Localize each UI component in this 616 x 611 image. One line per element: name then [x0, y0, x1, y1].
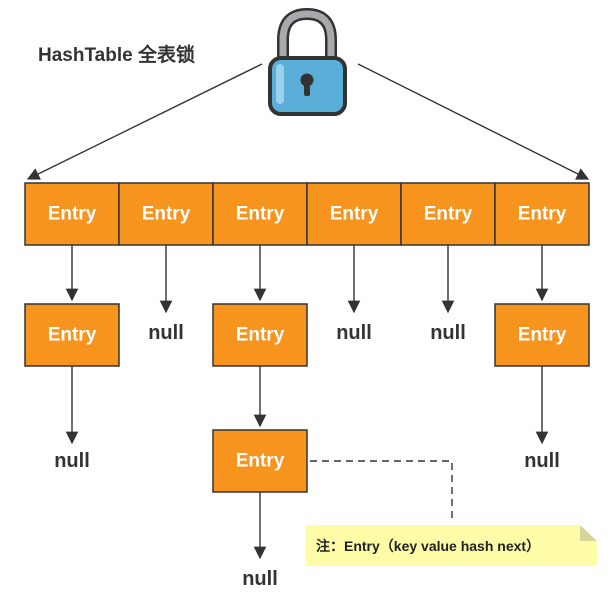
null-label: null: [54, 450, 90, 472]
null-label: null: [336, 322, 372, 344]
bucket-entry-label: Entry: [518, 204, 567, 225]
chain-entry-5-0: Entry: [494, 303, 590, 367]
lock-arrow-right: [357, 63, 590, 180]
null-label: null: [430, 322, 466, 344]
bucket-2: Entry: [212, 182, 308, 246]
padlock-icon: [268, 7, 347, 116]
note-callout: 注：Entry（key value hash next）: [306, 525, 597, 566]
bucket-3: Entry: [306, 182, 402, 246]
null-label: null: [148, 322, 184, 344]
bucket-entry-label: Entry: [236, 204, 285, 225]
chain-entry-label: Entry: [48, 325, 97, 346]
chain-entry-label: Entry: [236, 325, 285, 346]
chain-entry-label: Entry: [236, 451, 285, 472]
bucket-4: Entry: [400, 182, 496, 246]
bucket-1: Entry: [118, 182, 214, 246]
bucket-entry-label: Entry: [424, 204, 473, 225]
chain-entry-0-0: Entry: [24, 303, 120, 367]
bucket-0: Entry: [24, 182, 120, 246]
null-label: null: [524, 450, 560, 472]
bucket-array: Entry Entry Entry Entry Entry Entry: [24, 182, 590, 246]
bucket-entry-label: Entry: [330, 204, 379, 225]
chain-entry-2-1: Entry: [212, 429, 308, 493]
bucket-5: Entry: [494, 182, 590, 246]
bucket-entry-label: Entry: [142, 204, 191, 225]
null-label: null: [242, 568, 278, 590]
lock-arrow-left: [26, 63, 263, 180]
bucket-entry-label: Entry: [48, 204, 97, 225]
diagram-title: HashTable 全表锁: [38, 43, 195, 66]
note-connector: [310, 460, 453, 522]
chain-entry-label: Entry: [518, 325, 567, 346]
note-text: 注：Entry（key value hash next）: [316, 538, 540, 554]
chain-entry-2-0: Entry: [212, 303, 308, 367]
